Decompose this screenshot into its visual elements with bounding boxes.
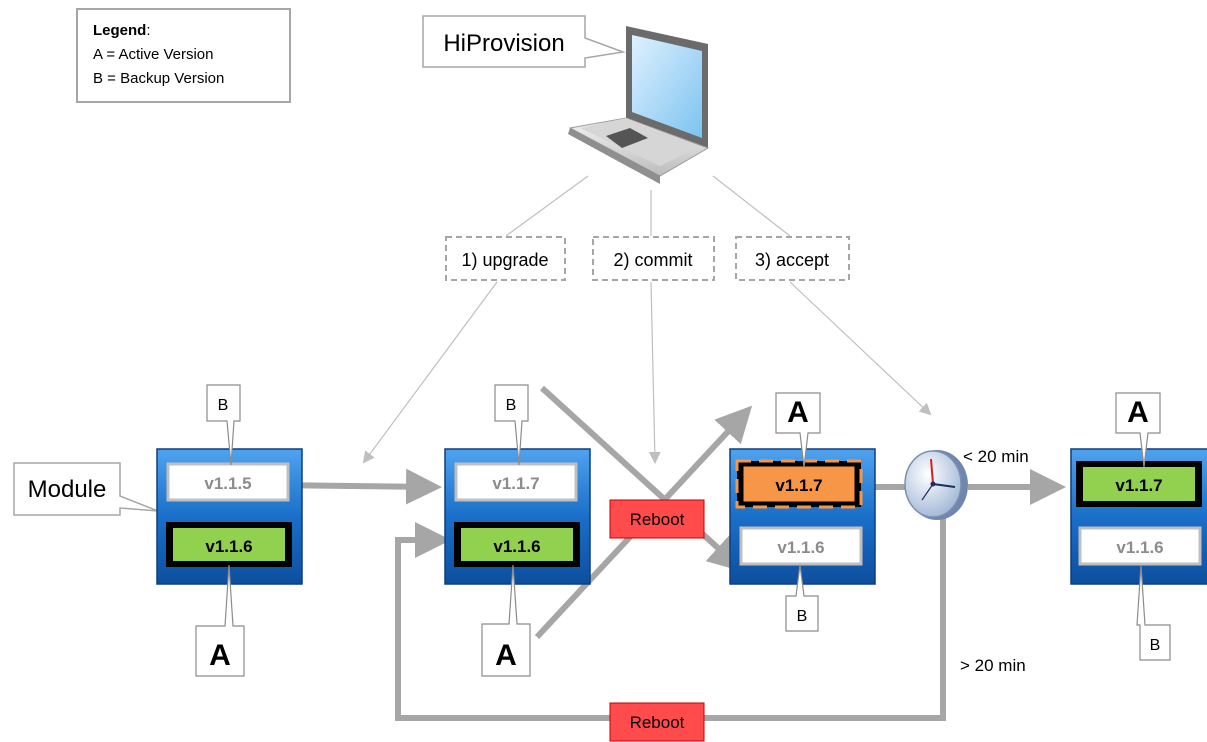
module-4-backup-version: v1.1.6 [1116,538,1163,557]
arrow-reboot-down [539,385,745,573]
module-1-active-version: v1.1.6 [205,537,252,556]
step-accept-label: 3) accept [755,250,829,270]
module-3-tag-bottom: B [785,564,819,632]
svg-text:Legend:: Legend: [93,22,151,39]
reboot-top-badge: Reboot [609,499,705,539]
step-accept: 3) accept [735,236,850,281]
timer-under-label: < 20 min [963,447,1029,466]
flow-arrows [269,385,1066,721]
legend-line-b: B = Backup Version [93,70,224,87]
module-4-tag-bottom-label: B [1150,637,1161,654]
step-commit: 2) commit [592,236,715,281]
laptop-icon [568,26,710,184]
module-3-tag-bottom-label: B [797,608,808,625]
module-3-tag-top-label: A [787,396,809,429]
module-1-tag-top: B [206,384,241,466]
step-upgrade-label: 1) upgrade [461,250,548,270]
module-2-tag-bottom-label: A [495,639,517,672]
module-1-backup-version: v1.1.5 [204,474,251,493]
module-4-tag-bottom: B [1136,564,1171,661]
module-callout: Module [13,462,159,516]
module-3: v1.1.7 v1.1.6 [729,448,876,585]
reboot-bottom-label: Reboot [630,713,685,732]
module-4-tag-top: A [1115,392,1161,468]
legend-title-colon: : [146,22,150,39]
module-2-active-version: v1.1.6 [493,537,540,556]
legend-box: Legend: A = Active Version B = Backup Ve… [76,8,291,103]
timer-over-label: > 20 min [960,656,1026,675]
module-callout-label: Module [28,476,107,503]
reboot-top-label: Reboot [630,510,685,529]
module-1-tag-bottom-label: A [209,639,231,672]
module-4: v1.1.7 v1.1.6 [1070,448,1207,585]
module-2-tag-bottom: A [481,564,531,677]
hiprovision-callout: HiProvision [422,15,626,68]
module-1-tag-bottom: A [195,564,245,677]
reboot-bottom-badge: Reboot [609,702,705,742]
module-3-tag-top: A [775,392,821,468]
clock-icon [904,450,968,520]
step-commit-label: 2) commit [613,250,692,270]
legend-line-a: A = Active Version [93,46,214,63]
module-1-tag-top-label: B [218,397,229,414]
step-upgrade: 1) upgrade [445,236,566,281]
arrow-timeout-rollback [395,518,946,721]
module-3-backup-version: v1.1.6 [777,538,824,557]
module-1: v1.1.5 v1.1.6 [156,448,303,585]
laptop-connector-lines [362,175,932,464]
module-2: v1.1.7 v1.1.6 [444,448,591,585]
module-4-tag-top-label: A [1127,396,1149,429]
module-2-backup-version: v1.1.7 [492,474,539,493]
module-2-tag-top-label: B [506,397,517,414]
legend-title: Legend [93,22,146,39]
hiprovision-label: HiProvision [443,30,564,57]
module-4-active-version: v1.1.7 [1115,476,1162,495]
module-2-tag-top: B [494,384,529,466]
module-3-pending-version: v1.1.7 [775,476,822,495]
